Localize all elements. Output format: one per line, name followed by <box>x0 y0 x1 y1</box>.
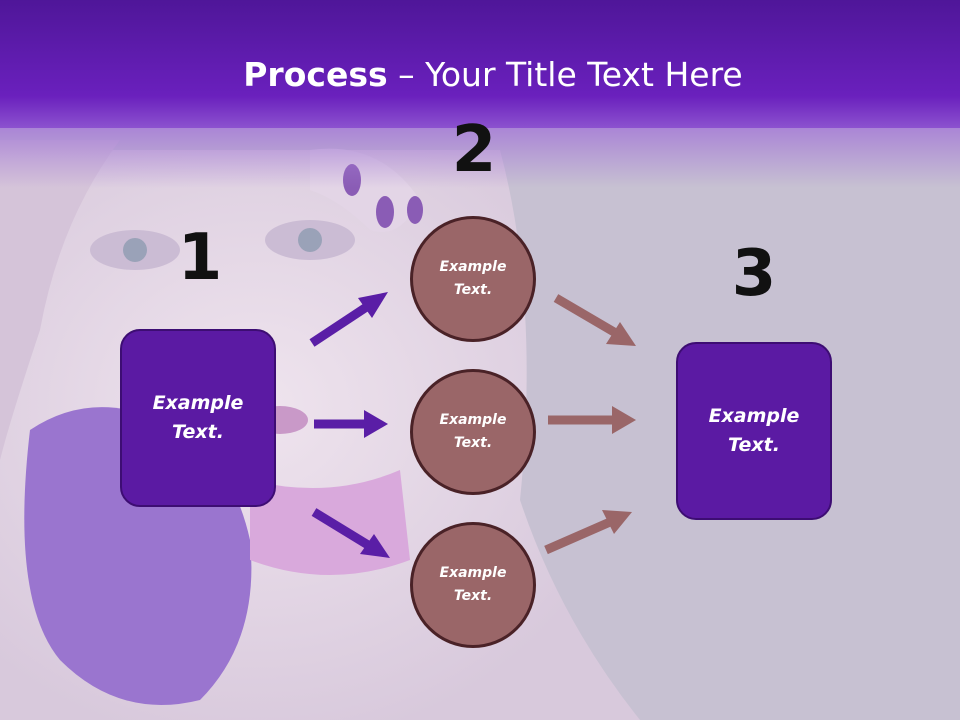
circle-top-text: Example Text. <box>439 259 507 298</box>
step-number-1: 1 <box>177 221 223 295</box>
step-1-box-text: Example Text. <box>152 392 244 443</box>
arrow-top-to-3 <box>553 294 636 346</box>
step-2-circle-top: Example Text. <box>410 216 536 342</box>
arrow-1-to-bottom <box>311 508 390 558</box>
circle-middle-text: Example Text. <box>439 412 507 451</box>
step-3-box: Example Text. <box>676 342 832 520</box>
step-2-circle-bottom: Example Text. <box>410 522 536 648</box>
title-rest: – Your Title Text Here <box>387 55 743 94</box>
arrow-1-to-middle <box>314 410 388 438</box>
circle-bottom-text: Example Text. <box>439 565 507 604</box>
step-number-2: 2 <box>451 113 497 187</box>
arrow-middle-to-3 <box>548 406 636 434</box>
step-3-box-text: Example Text. <box>708 405 800 456</box>
step-2-circle-middle: Example Text. <box>410 369 536 495</box>
arrow-1-to-top <box>309 292 388 347</box>
step-number-3: 3 <box>731 237 777 311</box>
slide-title: Process – Your Title Text Here <box>0 50 960 100</box>
step-1-box: Example Text. <box>120 329 276 507</box>
arrow-bottom-to-3 <box>544 510 632 555</box>
title-bold: Process <box>243 55 388 94</box>
